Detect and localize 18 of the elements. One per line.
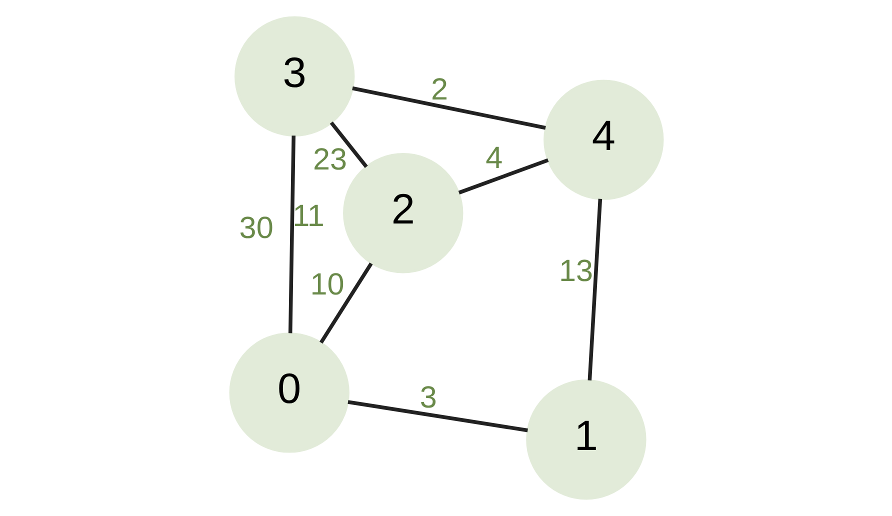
connector (347, 400, 528, 432)
edge-label: 11 (292, 198, 324, 233)
connector (329, 121, 368, 168)
label: 30 (238, 210, 273, 245)
node-circle: 4 (543, 80, 664, 200)
node-circle: 3 (234, 16, 354, 136)
edge-label: 4 (485, 140, 502, 175)
edge-label: 13 (558, 254, 593, 288)
connector (318, 262, 372, 344)
edge-label: 3 (419, 380, 436, 415)
connector (288, 136, 295, 334)
node-circle: 1 (526, 380, 646, 500)
connector (458, 158, 548, 194)
connector (352, 86, 546, 130)
edge-label: 2 (430, 72, 448, 107)
connector (587, 198, 602, 380)
node-circle: 0 (228, 332, 349, 453)
edge-label: 10 (310, 268, 344, 302)
